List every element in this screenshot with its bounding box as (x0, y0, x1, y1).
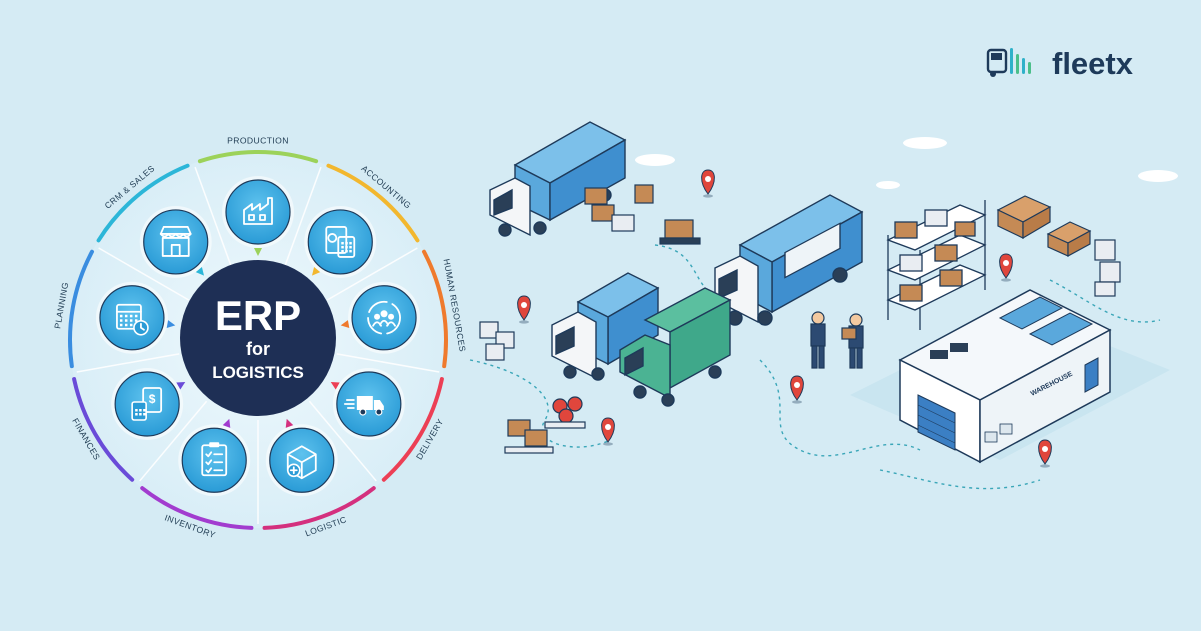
pointer-arrow (195, 266, 205, 276)
location-pin-icon (1038, 439, 1052, 468)
erp-center: ERP for LOGISTICS (180, 260, 336, 416)
factory-icon[interactable] (222, 176, 294, 248)
pointer-arrow (222, 418, 231, 428)
pointer-arrow (311, 266, 321, 276)
delivery-van (619, 287, 732, 407)
sector-divider (76, 353, 180, 373)
ring-segment-crm-sales (96, 163, 190, 243)
cargo-boxes (996, 195, 1121, 297)
fleetx-logo[interactable]: fleetx (986, 46, 1134, 81)
location-pin-icon (790, 375, 804, 404)
pointer-arrow (330, 382, 340, 390)
sector-divider (98, 247, 190, 301)
ring-segment-finances (72, 377, 135, 482)
clouds (635, 137, 1178, 189)
sector-divider (194, 166, 232, 266)
location-pin-icon (999, 253, 1013, 282)
erp-logistics-text: LOGISTICS (212, 363, 304, 382)
truck-center (714, 194, 864, 326)
ring-segment-production (197, 150, 319, 164)
pallet-boxes (479, 184, 701, 454)
pointer-arrow (340, 320, 350, 328)
pointer-arrow (166, 320, 176, 328)
ring-segment-planning (68, 249, 95, 369)
brand-name: fleetx (1052, 46, 1134, 81)
erp-for-text: for (246, 339, 270, 359)
ring-segment-logistic (262, 486, 376, 530)
ring-segment-accounting (326, 163, 420, 243)
pointer-arrow (254, 248, 262, 256)
location-pin-icon (601, 417, 615, 446)
ring-segment-inventory (140, 486, 254, 530)
clipboard-checklist-icon[interactable] (178, 424, 251, 497)
module-ring (68, 150, 448, 530)
center-arrows (166, 248, 350, 428)
workers (810, 311, 864, 369)
truck-top (489, 121, 627, 237)
location-pins (517, 169, 1052, 468)
accounting-report-icon[interactable] (304, 205, 377, 278)
pointer-arrow (176, 382, 186, 390)
package-box-icon[interactable] (265, 424, 338, 497)
finance-calculator-icon[interactable]: $ (111, 368, 184, 440)
warehouse-building: WAREHOUSE (898, 289, 1112, 464)
storage-shelf (886, 200, 987, 330)
location-pin-icon (517, 295, 531, 324)
ring-segment-delivery (381, 377, 444, 482)
calendar-clock-icon[interactable] (95, 281, 168, 354)
logistics-illustration: WAREHOUSE (469, 121, 1178, 490)
module-icons: $ (95, 176, 421, 497)
truck-left (551, 272, 660, 381)
svg-text:$: $ (149, 392, 156, 406)
pointer-arrow (285, 418, 294, 428)
sector-divider (284, 166, 322, 266)
sector-divider (139, 400, 208, 482)
delivery-truck-icon[interactable] (332, 368, 405, 440)
sector-divider (326, 247, 418, 301)
ring-segment-human-resources (421, 249, 448, 369)
module-label-production: PRODUCTION (227, 135, 289, 145)
people-cycle-icon[interactable] (348, 281, 421, 354)
erp-title: ERP (215, 292, 301, 339)
module-label-planning: PLANNING (52, 281, 70, 329)
storefront-icon[interactable] (139, 205, 212, 278)
sector-divider (336, 353, 440, 373)
location-pin-icon (701, 169, 715, 198)
sector-dividers (76, 166, 440, 524)
truck-bars-logo-icon (986, 48, 1031, 77)
sector-divider (308, 400, 377, 482)
